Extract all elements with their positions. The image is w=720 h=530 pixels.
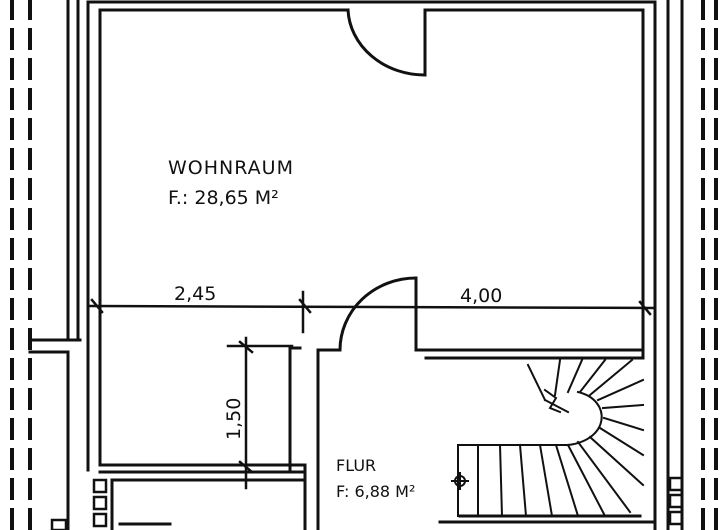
middle-wall — [288, 276, 645, 530]
vertical-dimension-line — [226, 336, 294, 490]
dimension-left-width: 2,45 — [174, 283, 216, 305]
top-door — [346, 8, 427, 77]
right-boundary-dashes — [701, 0, 718, 530]
room-name-flur: FLUR — [336, 456, 376, 475]
dimension-vertical: 1,50 — [223, 398, 245, 440]
top-wall — [86, 0, 657, 12]
stair-marker — [451, 472, 469, 490]
room-area-flur: F: 6,88 M² — [336, 482, 415, 501]
left-neighbor-wall — [28, 0, 82, 530]
lower-left-walls — [98, 463, 307, 530]
main-left-wall — [86, 0, 102, 472]
room-area-wohnraum: F.: 28,65 M² — [168, 187, 279, 209]
room-name-wohnraum: WOHNRAUM — [168, 157, 294, 179]
column-boxes-right — [668, 476, 684, 526]
column-boxes-left — [50, 478, 108, 530]
dimension-right-width: 4,00 — [460, 285, 502, 307]
left-boundary-dashes — [10, 0, 32, 530]
bottom-wall — [118, 514, 657, 526]
staircase — [457, 358, 645, 518]
main-right-wall — [641, 0, 684, 530]
horizontal-dimension-line — [88, 290, 656, 334]
